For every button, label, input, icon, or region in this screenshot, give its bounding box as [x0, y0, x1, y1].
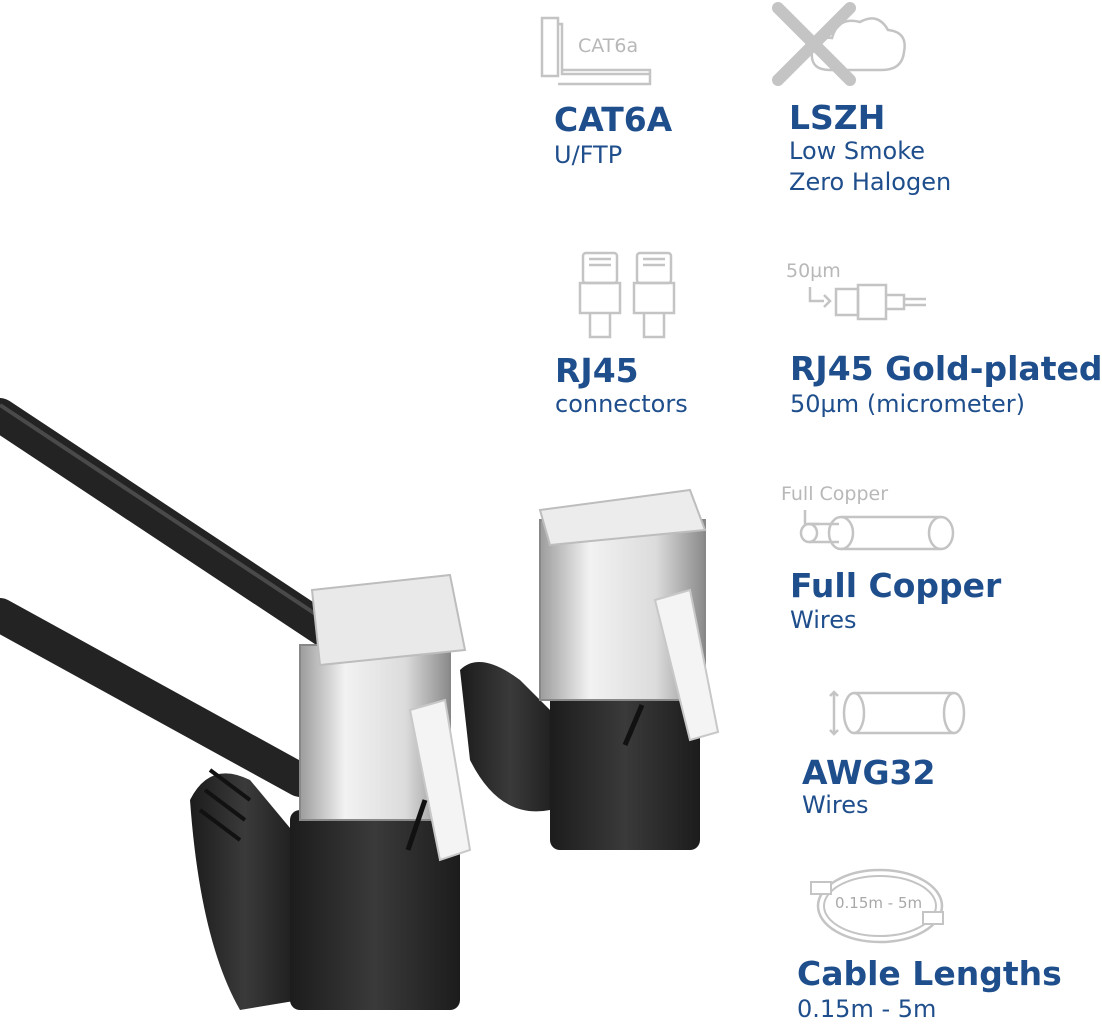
cable-coil-icon: 0.15m - 5m	[810, 868, 944, 944]
feature-lszh: LSZH Low Smoke Zero Halogen	[770, 0, 1030, 210]
lszh-line2: Zero Halogen	[789, 168, 952, 196]
copper-icon-label: Full Copper	[781, 483, 888, 505]
copper-subtitle: Wires	[790, 606, 857, 634]
cable-end-icon: CAT6a	[540, 16, 652, 86]
cable-product-image	[0, 398, 720, 1010]
feature-cat6a: CAT6a CAT6A U/FTP	[530, 10, 760, 200]
copper-title: Full Copper	[790, 566, 1002, 605]
lszh-title: LSZH	[789, 98, 886, 137]
feature-awg32: AWG32 Wires	[790, 682, 1040, 822]
gold-contact-icon: 50µm	[786, 260, 926, 321]
rj45-plug-icon	[578, 251, 676, 339]
copper-wire-icon: Full Copper	[781, 483, 955, 551]
gold-icon-label: 50µm	[786, 260, 841, 282]
length-subtitle: 0.15m - 5m	[797, 995, 937, 1023]
wire-gauge-icon	[829, 690, 966, 736]
awg-subtitle: Wires	[802, 791, 869, 819]
cat6a-title: CAT6A	[554, 100, 673, 139]
length-icon-label: 0.15m - 5m	[835, 894, 922, 912]
gold-subtitle: 50µm (micrometer)	[790, 390, 1025, 418]
cat6a-icon-label: CAT6a	[578, 35, 638, 57]
feature-cable-lengths: 0.15m - 5m Cable Lengths 0.15m - 5m	[795, 862, 1075, 1026]
feature-rj45: RJ45 connectors	[545, 245, 745, 425]
length-title: Cable Lengths	[797, 954, 1062, 993]
gold-title: RJ45 Gold-plated	[790, 349, 1102, 388]
feature-full-copper: Full Copper Full Copper Wires	[775, 478, 1075, 643]
awg-title: AWG32	[802, 753, 936, 792]
no-smoke-icon	[772, 2, 906, 86]
lszh-line1: Low Smoke	[789, 137, 925, 165]
rj45-title: RJ45	[555, 351, 639, 390]
cat6a-subtitle: U/FTP	[554, 141, 623, 169]
rj45-subtitle: connectors	[555, 390, 688, 418]
feature-gold-plated: 50µm RJ45 Gold-plated 50µm (micrometer)	[780, 255, 1102, 430]
